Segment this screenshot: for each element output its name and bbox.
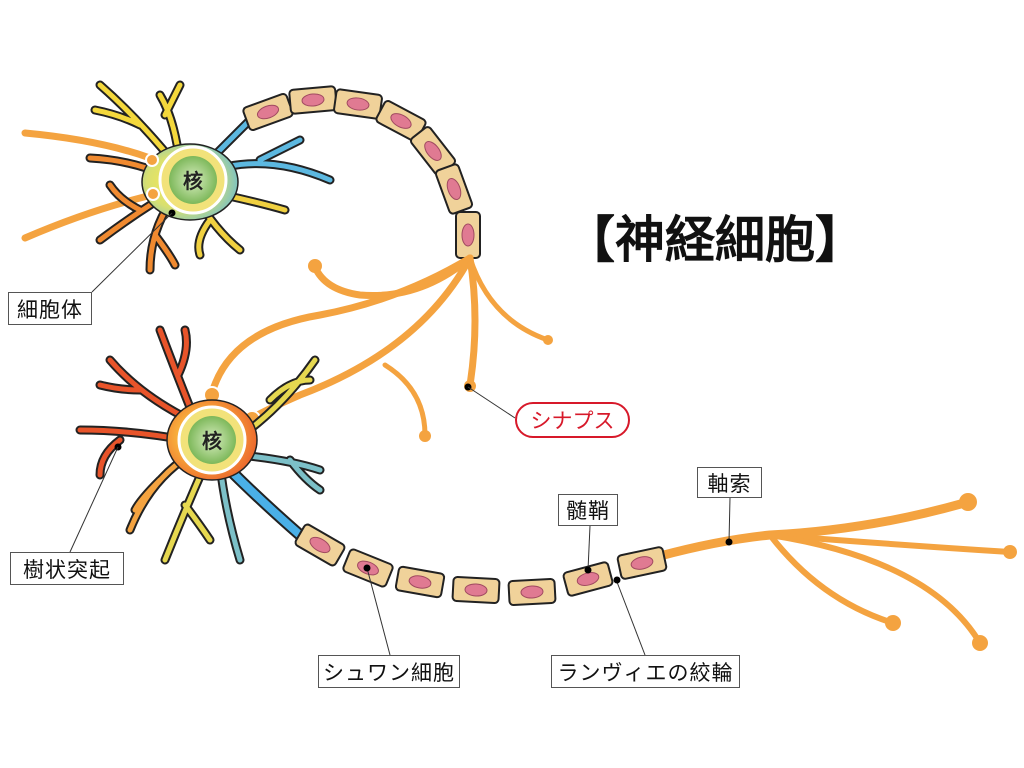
schwann-cell [562,561,614,597]
schwann-cell [507,578,557,606]
schwann-cell [434,163,474,215]
neuron-2: 核 [75,325,325,565]
label-dendrite: 樹状突起 [10,552,124,585]
schwann-nucleus [390,113,412,129]
page-title: 【神経細胞】 [565,211,865,269]
schwann-cell [242,92,294,132]
schwann-nucleus [424,141,442,161]
label-node-of-ranvier: ランヴィエの絞輪 [551,655,740,688]
schwann-cell [294,523,346,567]
nucleus-label: 核 [183,169,203,193]
label-soma: 細胞体 [8,292,92,325]
schwann-cell [409,126,457,176]
nucleus-1 [169,156,217,204]
nucleus-2 [188,416,236,464]
myelin-sheath-bottom [294,523,668,606]
schwann-nucleus [446,177,462,201]
schwann-nucleus [346,97,370,111]
label-axon: 軸索 [697,467,762,498]
label-myelin: 髄鞘 [558,494,618,526]
schwann-nucleus [309,536,331,554]
schwann-nucleus [256,104,280,120]
schwann-cell [455,211,481,259]
schwann-nucleus [408,575,432,589]
schwann-cell [394,565,446,599]
schwann-cell [333,88,383,120]
schwann-nucleus [630,556,654,570]
schwann-nucleus [576,572,600,586]
label-schwann-cell: シュワン細胞 [318,655,460,688]
myelin-sheath-top [242,85,481,259]
neuron-1: 核 [85,80,335,275]
nucleus-label: 核 [202,429,222,453]
axon-terminals-top [208,254,551,438]
schwann-cell [451,576,501,604]
leader-lines [69,212,731,656]
label-synapse: シナプス [515,402,630,438]
schwann-nucleus [301,93,325,107]
schwann-nucleus [520,585,544,599]
schwann-nucleus [464,583,488,597]
schwann-cell [288,85,338,115]
input-axons [21,129,156,242]
axon-bottom [655,497,1013,646]
schwann-cell [616,546,668,580]
schwann-nucleus [461,223,475,247]
